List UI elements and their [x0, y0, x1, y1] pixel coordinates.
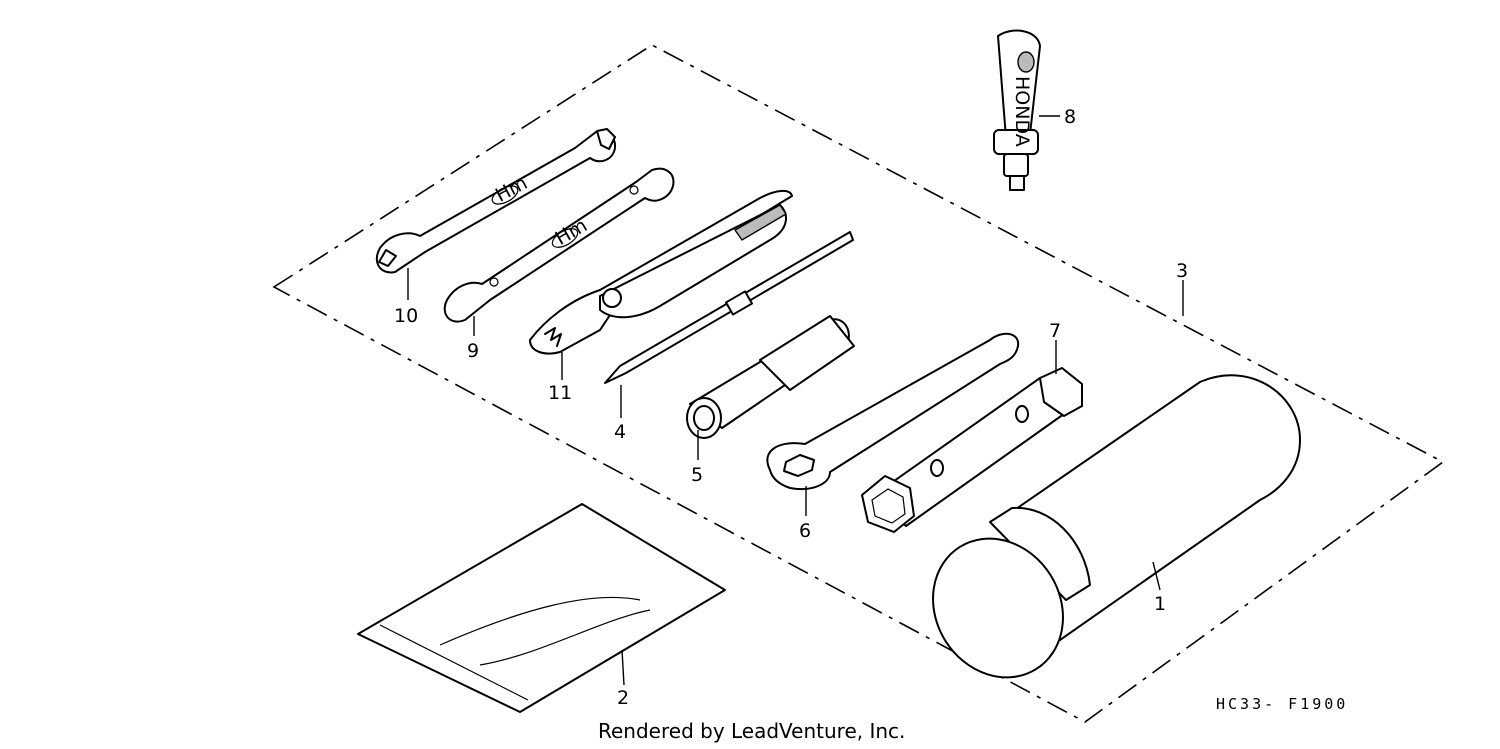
plug-wrench-7[interactable] — [861, 367, 1083, 533]
wrench-10[interactable]: Hm — [375, 128, 617, 274]
wrench-9[interactable]: Hm — [443, 167, 675, 323]
tool-bag-outline — [272, 44, 1445, 723]
socket-wrench-5[interactable] — [686, 315, 855, 439]
leader-2 — [621, 649, 625, 686]
callout-1: 1 — [1154, 593, 1166, 615]
pliers-11[interactable] — [529, 190, 793, 355]
screwdriver-4[interactable] — [604, 231, 854, 384]
callout-2: 2 — [617, 687, 629, 709]
callout-11: 11 — [548, 382, 572, 404]
callout-7: 7 — [1049, 320, 1061, 342]
callout-6: 6 — [799, 520, 811, 542]
credit-text: Rendered by LeadVenture, Inc. — [598, 719, 905, 743]
manual-bag-2[interactable] — [357, 503, 726, 713]
tool-case-1[interactable] — [907, 374, 1301, 702]
screwdriver-grip-8[interactable]: HONDA — [993, 29, 1041, 191]
callout-9: 9 — [467, 340, 479, 362]
callout-5: 5 — [691, 464, 703, 486]
callout-3: 3 — [1176, 260, 1188, 282]
leader-1 — [1152, 561, 1161, 591]
callout-10: 10 — [394, 305, 418, 327]
callout-8: 8 — [1064, 106, 1076, 128]
box-wrench-6[interactable] — [766, 332, 1020, 490]
brand-mark: HONDA — [1011, 76, 1033, 147]
callout-4: 4 — [614, 421, 626, 443]
diagram-code: HC33- F1900 — [1216, 695, 1348, 713]
